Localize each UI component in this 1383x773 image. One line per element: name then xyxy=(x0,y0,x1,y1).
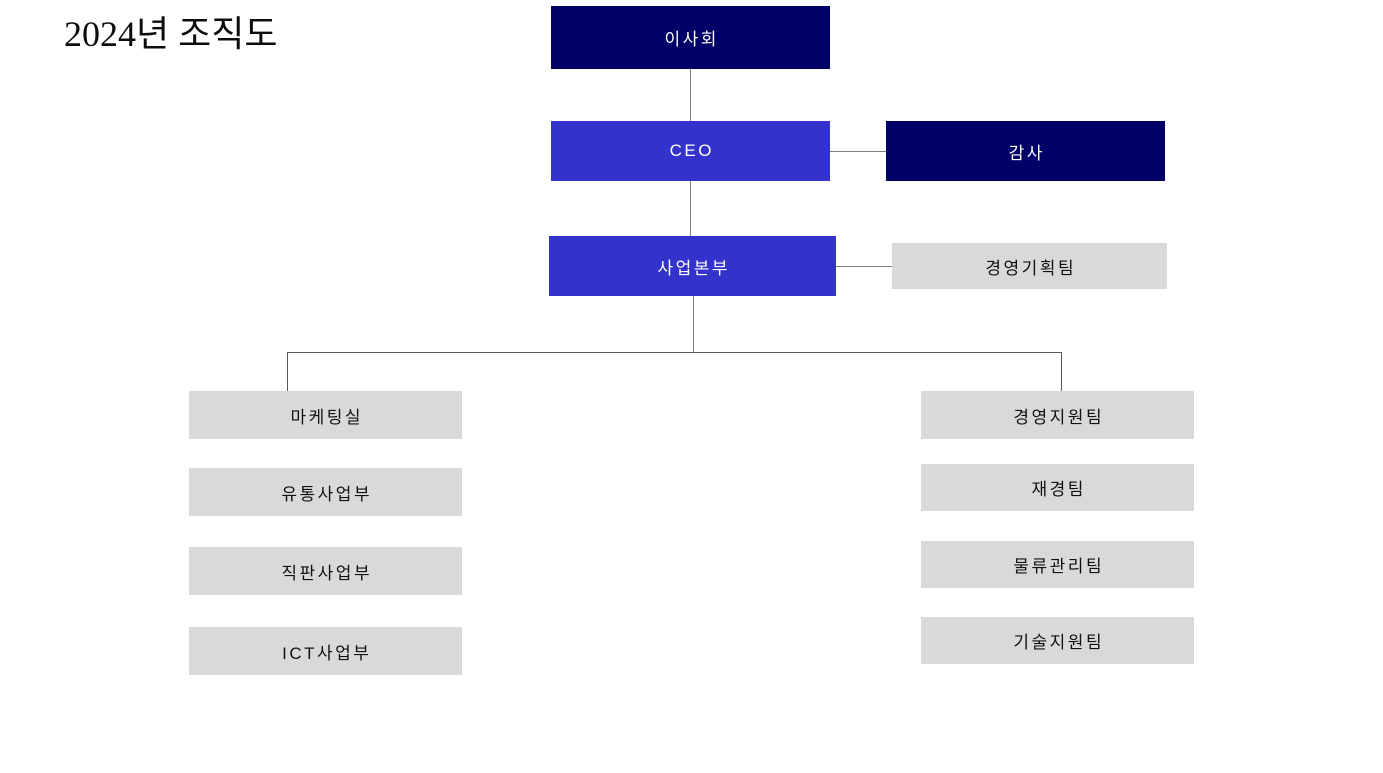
node-label: 경영지원팀 xyxy=(1013,407,1105,427)
node-distribution-business-unit[interactable]: 유통사업부 xyxy=(189,468,462,516)
connector-ceo-to-division xyxy=(690,181,691,236)
node-business-division[interactable]: 사업본부 xyxy=(549,236,836,296)
node-finance-team[interactable]: 재경팀 xyxy=(921,464,1194,511)
connector-right-drop xyxy=(1061,352,1062,391)
node-direct-sales-business-unit[interactable]: 직판사업부 xyxy=(189,547,462,595)
node-label: 기술지원팀 xyxy=(1013,633,1105,652)
node-ict-business-unit[interactable]: ICT사업부 xyxy=(189,627,462,675)
connector-left-drop xyxy=(287,352,288,391)
node-ceo[interactable]: CEO xyxy=(551,121,830,181)
node-marketing-office[interactable]: 마케팅실 xyxy=(189,391,462,439)
node-label: 마케팅실 xyxy=(290,407,364,427)
node-audit[interactable]: 감사 xyxy=(886,121,1165,181)
node-management-planning-team[interactable]: 경영기획팀 xyxy=(892,243,1167,289)
connector-board-to-ceo xyxy=(690,69,691,121)
node-label: 사업본부 xyxy=(657,258,731,278)
node-label: 이사회 xyxy=(664,30,719,49)
node-logistics-management-team[interactable]: 물류관리팀 xyxy=(921,541,1194,588)
node-label: ICT사업부 xyxy=(282,643,372,663)
node-technical-support-team[interactable]: 기술지원팀 xyxy=(921,617,1194,664)
node-management-support-team[interactable]: 경영지원팀 xyxy=(921,391,1194,439)
node-label: 물류관리팀 xyxy=(1013,557,1105,576)
node-label: CEO xyxy=(669,141,714,160)
connector-division-trunk xyxy=(693,296,694,353)
connector-distribution-bar xyxy=(287,352,1062,353)
node-label: 재경팀 xyxy=(1031,480,1086,499)
node-label: 경영기획팀 xyxy=(985,258,1077,278)
node-board-of-directors[interactable]: 이사회 xyxy=(551,6,830,69)
node-label: 감사 xyxy=(1008,143,1045,163)
page-title: 2024년 조직도 xyxy=(64,14,278,54)
connector-ceo-to-audit xyxy=(830,151,886,152)
node-label: 직판사업부 xyxy=(281,563,373,583)
node-label: 유통사업부 xyxy=(281,484,373,504)
connector-division-to-planning xyxy=(836,266,892,267)
